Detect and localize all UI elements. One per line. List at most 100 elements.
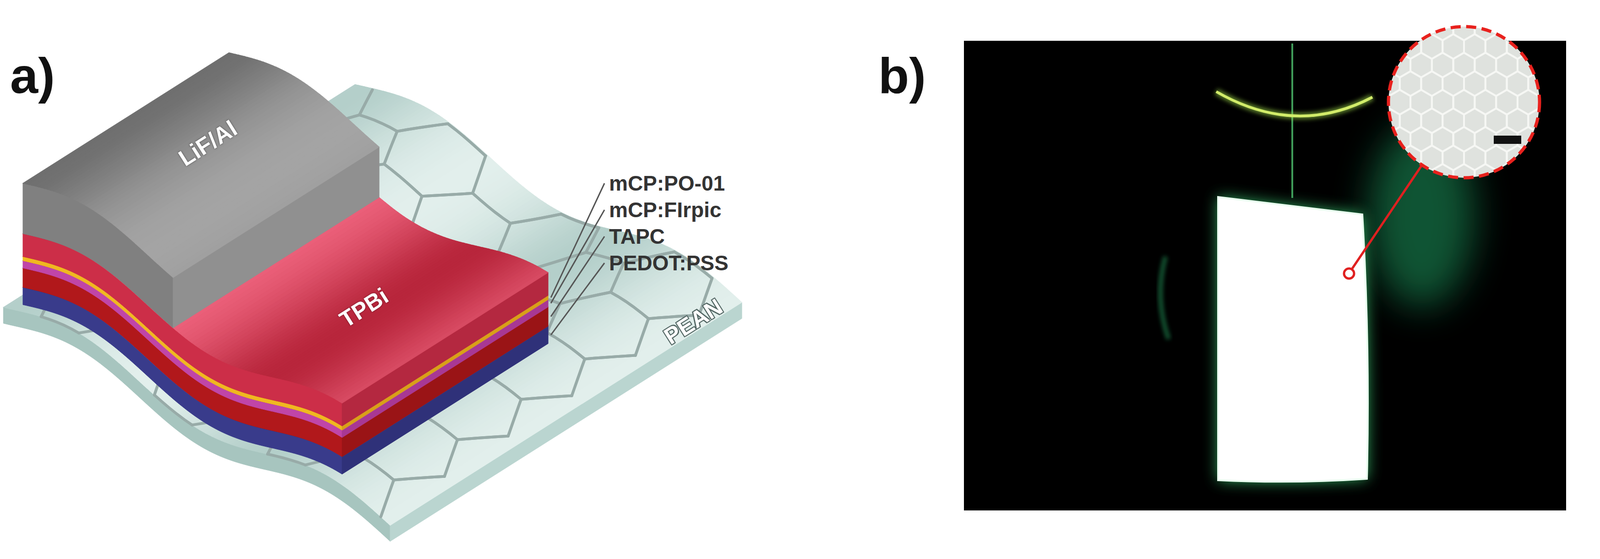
device-glow: [1218, 196, 1368, 482]
mesh-cell: [1314, 145, 1336, 171]
mesh-cell: [1281, 52, 1304, 78]
inset-background: [1388, 26, 1540, 178]
mesh-cell: [1367, 52, 1390, 78]
mesh-cell: [1560, 52, 1582, 78]
mesh-cell: [1260, 15, 1283, 41]
silver-mesh: [397, 123, 448, 132]
mesh-cell: [1442, 219, 1464, 245]
mesh-cell: [1410, 238, 1432, 263]
silver-mesh: [444, 439, 458, 477]
silver-mesh: [584, 355, 636, 360]
mesh-cell: [1303, 126, 1325, 152]
mesh-cell: [1367, 0, 1390, 4]
mesh-cell: [1474, 163, 1497, 189]
layer-top-surface: [316, 259, 527, 392]
mesh-cell: [1271, 182, 1293, 208]
silver-mesh: [508, 398, 522, 436]
silver-mesh: [359, 114, 398, 132]
mesh-cell: [1539, 89, 1561, 115]
mesh-cell: [1485, 0, 1508, 22]
mesh-cell: [1388, 201, 1411, 226]
mesh-cell: [1292, 34, 1315, 60]
mesh-cell: [1453, 201, 1475, 226]
mesh-cell: [1314, 182, 1336, 208]
silver-mesh: [635, 318, 649, 355]
mesh-cell: [1539, 15, 1561, 41]
mesh-cell: [1517, 0, 1540, 4]
mesh-cell: [1581, 0, 1600, 4]
layer-label: mCP:FIrpic: [609, 198, 722, 221]
mesh-cell: [1571, 71, 1593, 97]
mesh-cell: [1517, 52, 1540, 78]
mesh-cell: [1549, 256, 1572, 282]
mesh-cell: [1539, 126, 1561, 152]
mesh-cell: [1463, 256, 1486, 282]
silver-mesh: [547, 332, 585, 360]
silver-mesh: [472, 155, 486, 194]
mesh-cell: [1399, 256, 1422, 282]
mesh-cell: [1260, 89, 1283, 115]
leader-lines: [550, 183, 605, 335]
mesh-cell: [1271, 34, 1293, 60]
mesh-cell: [1581, 201, 1600, 226]
mesh-cell: [1420, 182, 1443, 208]
mesh-cell: [1346, 163, 1368, 189]
mesh-cell: [1581, 89, 1600, 115]
silver-mesh: [384, 163, 422, 196]
mesh-cell: [1549, 34, 1572, 60]
mesh-cell: [1539, 0, 1561, 4]
mesh-cell: [1453, 0, 1475, 4]
mesh-cell: [1292, 0, 1315, 22]
mesh-cell: [1378, 256, 1400, 282]
mesh-cell: [1378, 145, 1400, 171]
silver-mesh: [547, 303, 561, 333]
mesh-cell: [1335, 34, 1357, 60]
mesh-cell: [1367, 15, 1390, 41]
mesh-cell: [1303, 163, 1325, 189]
mesh-cell: [1367, 163, 1390, 189]
mesh-cell: [1399, 219, 1422, 245]
mesh-cell: [1356, 145, 1379, 171]
mesh-cell: [1356, 182, 1379, 208]
mesh-cell: [1528, 34, 1550, 60]
silver-mesh: [359, 89, 373, 115]
mesh-cell: [1581, 238, 1600, 263]
silver-mesh: [457, 435, 509, 440]
silver-mesh: [380, 479, 394, 517]
mesh-cell: [1539, 163, 1561, 189]
mesh-cell: [1571, 182, 1593, 208]
mesh-cell: [1560, 163, 1582, 189]
mesh-cell: [1335, 0, 1357, 22]
mesh-cell: [1324, 0, 1347, 4]
silver-mesh: [472, 155, 486, 194]
silver-mesh: [560, 213, 599, 228]
mesh-cell: [1581, 126, 1600, 152]
layer-top-surface: [320, 260, 530, 393]
mesh-cell: [1281, 0, 1304, 4]
mesh-cell: [1367, 201, 1390, 226]
mesh-cell: [1367, 238, 1390, 263]
silver-mesh: [359, 89, 373, 115]
mesh-cell: [1463, 0, 1486, 22]
mesh-cell: [1399, 0, 1422, 22]
mesh-cell: [1356, 256, 1379, 282]
silver-mesh: [508, 398, 522, 436]
mesh-cell: [1356, 0, 1379, 22]
mesh-cell: [1517, 15, 1540, 41]
mesh-cell: [1560, 238, 1582, 263]
mesh-cell: [1271, 108, 1293, 134]
layer-top-surface: [323, 261, 533, 394]
silver-mesh: [472, 193, 511, 224]
mesh-cell: [1581, 52, 1600, 78]
mesh-cell: [1346, 15, 1368, 41]
cathode-layer: [22, 52, 380, 328]
mesh-cell: [1528, 219, 1550, 245]
silver-mesh: [359, 114, 398, 132]
mesh-cell: [1431, 201, 1454, 226]
silver-mesh: [510, 213, 562, 224]
mesh-cell: [1399, 182, 1422, 208]
mesh-cell: [1367, 126, 1390, 152]
mesh-cell: [1356, 71, 1379, 97]
mesh-cell: [1378, 219, 1400, 245]
